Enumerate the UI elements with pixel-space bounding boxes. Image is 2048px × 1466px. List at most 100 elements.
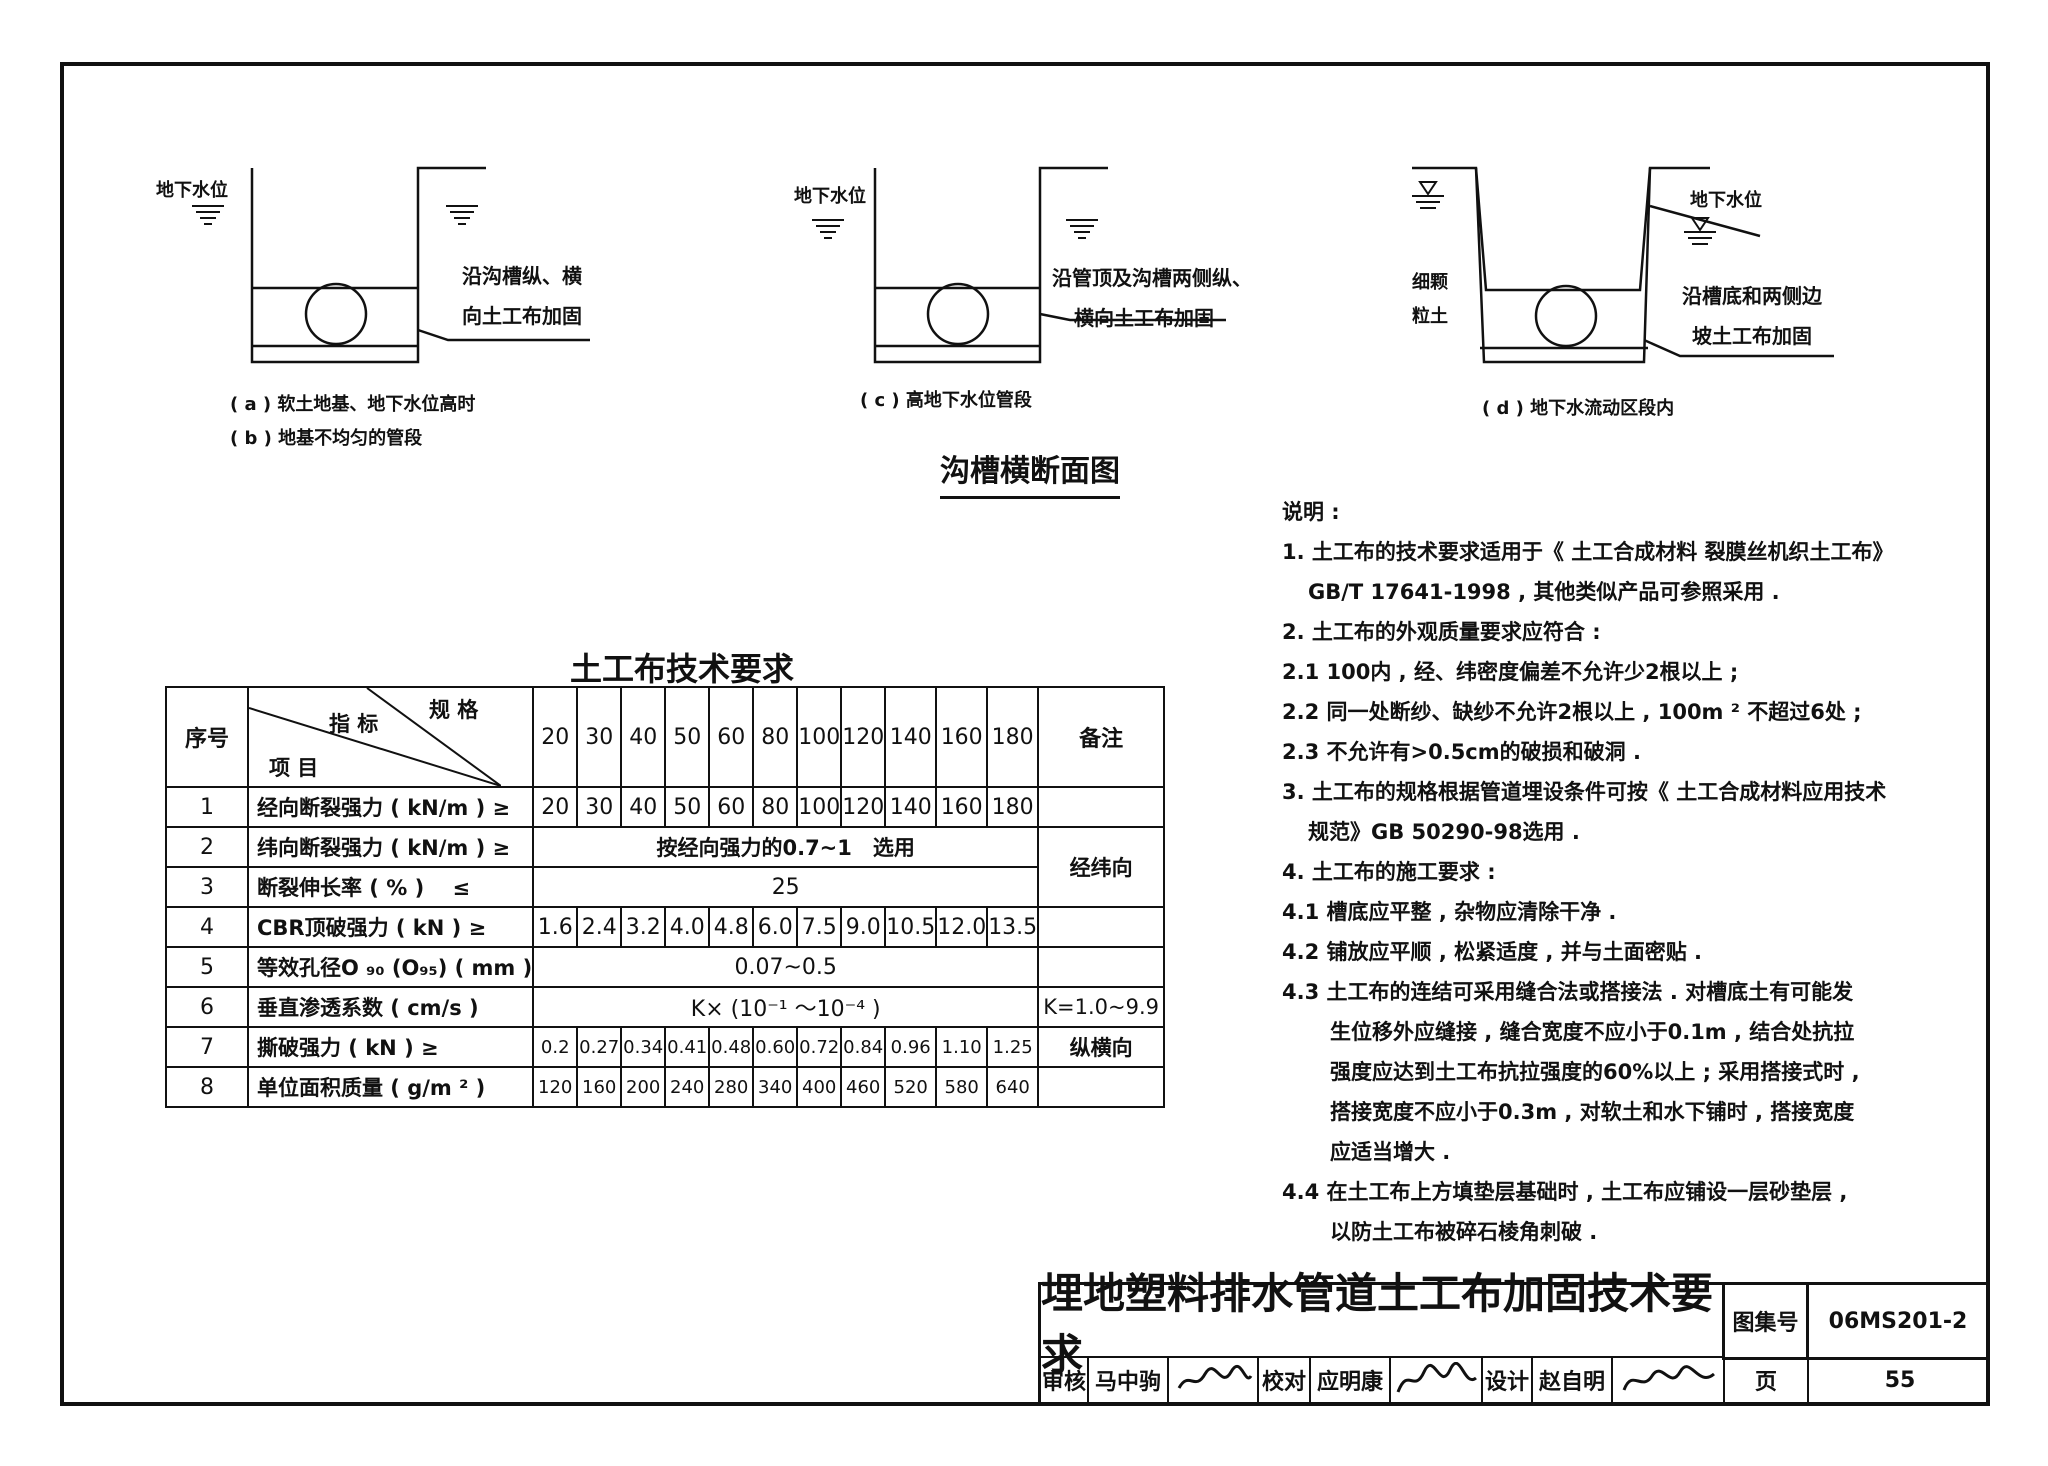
value-cell: 80: [752, 786, 799, 828]
row-item: 经向断裂强力 ( kN/m ) ≥: [246, 786, 535, 828]
value-cell: 4.8: [708, 906, 755, 948]
signature-icon: [1622, 1365, 1715, 1391]
design-label: 设计: [1483, 1358, 1533, 1402]
row-remark: [1037, 906, 1166, 948]
row-seq: 5: [165, 946, 249, 988]
page-label: 页: [1725, 1358, 1809, 1402]
row-item: 撕破强力 ( kN ) ≥: [246, 1026, 535, 1068]
note-line: 规范》GB 50290-98选用 .: [1308, 820, 1580, 844]
signature-icon: [1396, 1362, 1477, 1393]
note-line: 2.1 100内 , 经、纬密度偏差不允许少2根以上 ;: [1282, 660, 1739, 684]
note-line: 3. 土工布的规格根据管道埋设条件可按《 土工合成材料应用技术: [1282, 780, 1887, 804]
figure-title: 沟槽横断面图: [940, 446, 1120, 499]
row-remark: 经纬向: [1037, 826, 1166, 908]
value-cell: 20: [532, 786, 579, 828]
value-cell: 140: [884, 786, 938, 828]
value-cell: 200: [620, 1066, 667, 1108]
reviewer-name: 马中驹: [1089, 1358, 1169, 1402]
note-line: 2.3 不允许有>0.5cm的破损和破洞 .: [1282, 740, 1641, 764]
value-cell: 0.72: [796, 1026, 843, 1068]
note-line: 应适当增大 .: [1330, 1140, 1451, 1164]
value-cell: 280: [708, 1066, 755, 1108]
value-cell: 7.5: [796, 906, 843, 948]
geotextile-spec-table: 序号 规 格 指 标 项 目 20 30 40 50 60 80 100 120…: [165, 686, 1166, 1108]
merged-value-cell: 25: [532, 866, 1040, 908]
value-cell: 6.0: [752, 906, 799, 948]
merged-value-cell: 0.07~0.5: [532, 946, 1040, 988]
drawing-title: 埋地塑料排水管道土工布加固技术要求: [1038, 1269, 1722, 1379]
table-header-row: 序号 规 格 指 标 项 目 20 30 40 50 60 80 100 120…: [165, 686, 1166, 788]
row-remark: [1037, 786, 1166, 828]
page-number: 55: [1884, 1367, 1916, 1393]
value-cell: 40: [620, 786, 667, 828]
header-diagonal-cell: 规 格 指 标 项 目: [246, 686, 535, 788]
header-diagonal-lines: [249, 688, 501, 786]
checker-name: 应明康: [1311, 1358, 1391, 1402]
atlas-label: 图集号: [1722, 1282, 1806, 1360]
grade-cell: 20: [532, 686, 579, 788]
row-remark: [1037, 1066, 1166, 1108]
check-label: 校对: [1259, 1358, 1311, 1402]
grade-cell: 120: [840, 686, 887, 788]
signature-icon: [1177, 1364, 1253, 1389]
value-cell: 12.0: [935, 906, 989, 948]
value-cell: 580: [935, 1066, 989, 1108]
value-cell: 3.2: [620, 906, 667, 948]
grade-cell: 50: [664, 686, 711, 788]
water-level-icon: [1412, 181, 1444, 209]
header-seq: 序号: [165, 686, 249, 788]
header-item: 项 目: [269, 756, 319, 780]
table-row: 7 撕破强力 ( kN ) ≥ 0.2 0.27 0.34 0.41 0.48 …: [165, 1026, 1166, 1068]
value-cell: 0.48: [708, 1026, 755, 1068]
value-cell: 0.41: [664, 1026, 711, 1068]
grade-cell: 100: [796, 686, 843, 788]
value-cell: 10.5: [884, 906, 938, 948]
notes-heading: 说明 :: [1282, 500, 1340, 524]
grade-cell: 140: [884, 686, 938, 788]
row-item: 纬向断裂强力 ( kN/m ) ≥: [246, 826, 535, 868]
trench-figure-ab: [250, 166, 590, 364]
fig-ab-note-line2: 向土工布加固: [462, 304, 582, 328]
note-line: 4.4 在土工布上方填垫层基础时 , 土工布应铺设一层砂垫层 ,: [1282, 1180, 1848, 1204]
value-cell: 120: [840, 786, 887, 828]
row-remark: [1037, 946, 1166, 988]
groundwater-label: 地下水位: [156, 180, 228, 201]
note-line: 4.2 铺放应平顺 , 松紧适度 , 并与土面密贴 .: [1282, 940, 1702, 964]
row-seq: 6: [165, 986, 249, 1028]
value-cell: 100: [796, 786, 843, 828]
value-cell: 1.6: [532, 906, 579, 948]
merged-value-cell: 按经向强力的0.7~1 选用: [532, 826, 1040, 868]
header-index: 指 标: [329, 712, 379, 736]
grade-cell: 30: [576, 686, 623, 788]
note-line: 4.1 槽底应平整 , 杂物应清除干净 .: [1282, 900, 1617, 924]
value-cell: 2.4: [576, 906, 623, 948]
value-cell: 1.10: [935, 1026, 989, 1068]
note-line: 4. 土工布的施工要求 :: [1282, 860, 1496, 884]
trench-figure-d: [1412, 166, 1834, 364]
value-cell: 160: [935, 786, 989, 828]
table-row: 1 经向断裂强力 ( kN/m ) ≥ 20 30 40 50 60 80 10…: [165, 786, 1166, 828]
designer-name: 赵自明: [1533, 1358, 1613, 1402]
drawing-frame: [60, 62, 1990, 1406]
row-seq: 2: [165, 826, 249, 868]
table-row: 2 纬向断裂强力 ( kN/m ) ≥ 按经向强力的0.7~1 选用 经纬向: [165, 826, 1166, 908]
row-item: 等效孔径O ₉₀ (O₉₅) ( mm ): [246, 946, 535, 988]
fig-d-soil-line1: 细颗: [1412, 272, 1448, 293]
water-level-icon: [446, 205, 478, 225]
review-label: 审核: [1041, 1358, 1089, 1402]
value-cell: 120: [532, 1066, 579, 1108]
table-row: 5 等效孔径O ₉₀ (O₉₅) ( mm ) 0.07~0.5: [165, 946, 1166, 988]
note-line: 1. 土工布的技术要求适用于《 土工合成材料 裂膜丝机织土工布》: [1282, 540, 1894, 564]
fig-d-caption: ( d ) 地下水流动区段内: [1482, 398, 1675, 419]
value-cell: 0.2: [532, 1026, 579, 1068]
row-seq: 4: [165, 906, 249, 948]
value-cell: 0.27: [576, 1026, 623, 1068]
grade-cell: 80: [752, 686, 799, 788]
row-item: 单位面积质量 ( g/m ² ): [246, 1066, 535, 1108]
row-remark: K=1.0~9.9: [1037, 986, 1166, 1028]
value-cell: 400: [796, 1066, 843, 1108]
value-cell: 640: [986, 1066, 1040, 1108]
table-row: 6 垂直渗透系数 ( cm/s ) K× (10⁻¹ ～10⁻⁴ ) K=1.0…: [165, 986, 1166, 1028]
row-remark: 纵横向: [1037, 1026, 1166, 1068]
